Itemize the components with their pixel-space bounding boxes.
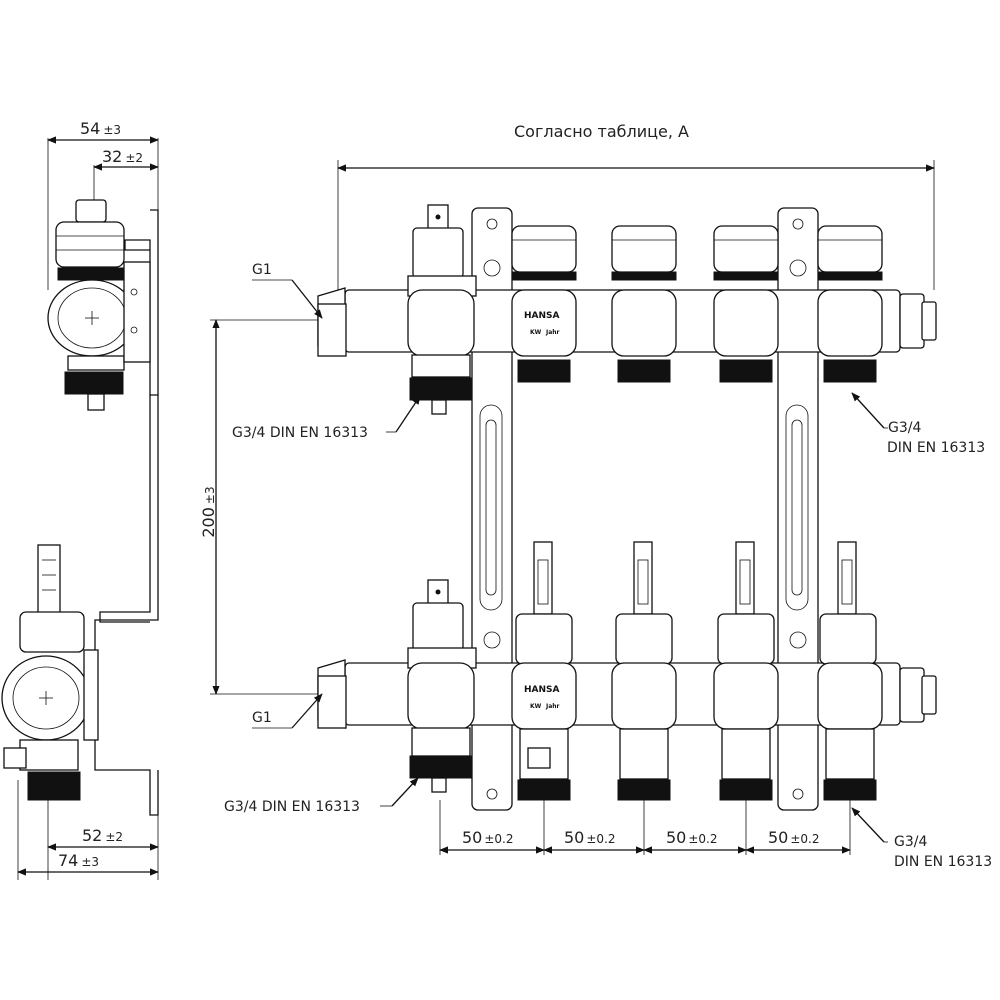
title-dimension-a: Согласно таблице, А bbox=[514, 122, 689, 141]
top-valve-1 bbox=[511, 225, 577, 383]
callout-outlet-bottom: G3/4 DIN EN 16313 bbox=[851, 807, 992, 870]
callout-eurocone-bottom: G3/4 DIN EN 16313 bbox=[224, 777, 419, 815]
pitch-dimensions: 50±0.2 50±0.2 50±0.2 50±0.2 bbox=[439, 800, 851, 855]
pitch-1: 50±0.2 bbox=[462, 828, 514, 847]
front-view: Согласно таблице, А 200±3 bbox=[199, 122, 992, 870]
brand-bottom: HANSA bbox=[524, 685, 560, 695]
pitch-2: 50±0.2 bbox=[564, 828, 616, 847]
dim-54: 54±3 bbox=[80, 119, 121, 138]
svg-text:DIN EN 16313: DIN EN 16313 bbox=[894, 854, 992, 870]
svg-text:G3/4 DIN EN 16313: G3/4 DIN EN 16313 bbox=[224, 799, 360, 815]
svg-text:G1: G1 bbox=[252, 262, 272, 278]
kw-top: KW bbox=[530, 329, 542, 336]
top-valve-3 bbox=[713, 225, 779, 383]
callout-outlet-top: G3/4 DIN EN 16313 bbox=[851, 392, 985, 456]
callout-eurocone-top: G3/4 DIN EN 16313 bbox=[232, 395, 421, 441]
pitch-4: 50±0.2 bbox=[768, 828, 820, 847]
flowmeter-2 bbox=[611, 541, 677, 801]
bracket-right bbox=[777, 207, 819, 811]
dim-32: 32±2 bbox=[102, 147, 143, 166]
brand-top: HANSA bbox=[524, 311, 560, 321]
flowmeter-3 bbox=[713, 541, 779, 801]
pitch-3: 50±0.2 bbox=[666, 828, 718, 847]
svg-text:G3/4: G3/4 bbox=[888, 420, 921, 436]
top-manifold: HANSA KW Jahr bbox=[317, 204, 937, 415]
jahr-top: Jahr bbox=[545, 329, 560, 336]
dim-52: 52±2 bbox=[82, 826, 123, 845]
svg-text:DIN EN 16313: DIN EN 16313 bbox=[887, 440, 985, 456]
dim-74: 74±3 bbox=[58, 851, 99, 870]
kw-bottom: KW bbox=[530, 703, 542, 710]
jahr-bottom: Jahr bbox=[545, 703, 560, 710]
callout-g1-bottom: G1 bbox=[252, 693, 323, 729]
side-view: 54±3 32±2 bbox=[1, 119, 159, 880]
top-valve-4 bbox=[817, 225, 883, 383]
bottom-manifold: HANSA KW Jahr bbox=[317, 541, 937, 801]
bracket-left bbox=[471, 207, 513, 811]
callout-g1-top: G1 bbox=[252, 262, 323, 319]
dim-200: 200±3 bbox=[199, 486, 218, 537]
svg-text:G3/4: G3/4 bbox=[894, 834, 927, 850]
svg-text:G1: G1 bbox=[252, 710, 272, 726]
flowmeter-4 bbox=[817, 541, 883, 801]
svg-text:G3/4 DIN EN 16313: G3/4 DIN EN 16313 bbox=[232, 425, 368, 441]
flowmeter-1 bbox=[511, 541, 577, 801]
top-valve-2 bbox=[611, 225, 677, 383]
